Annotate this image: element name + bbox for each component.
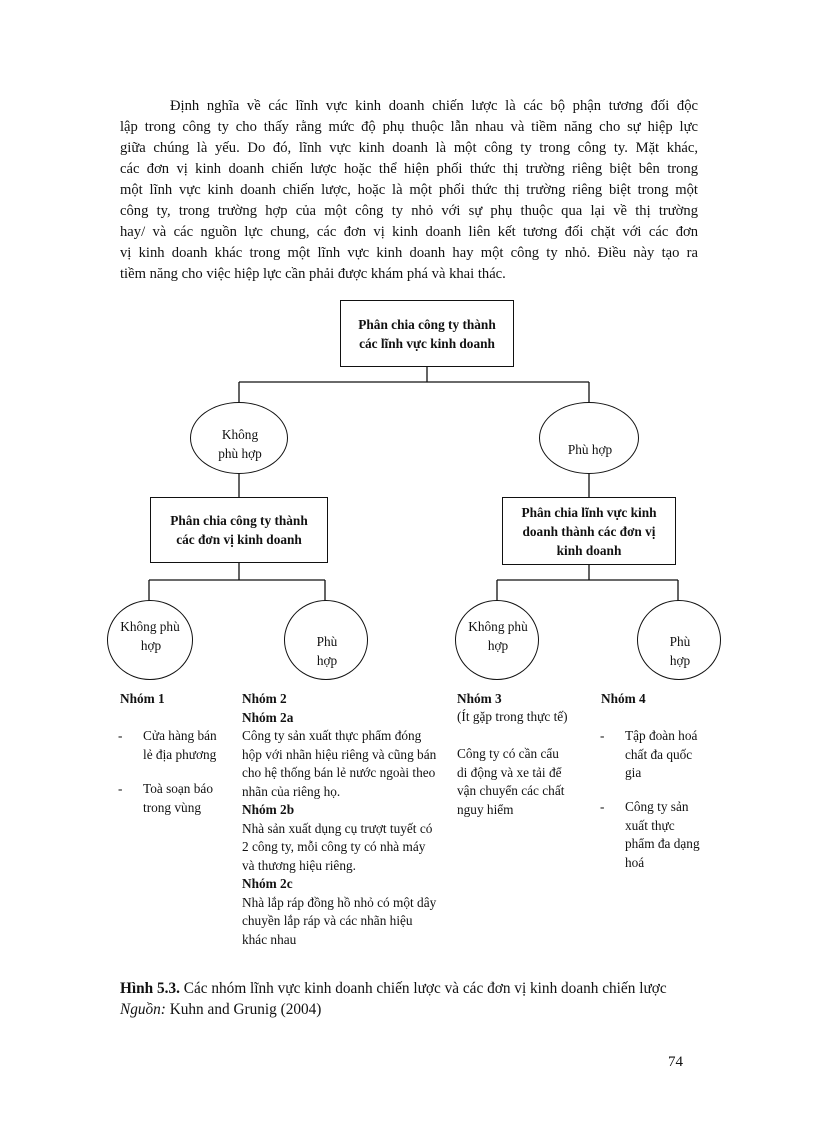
circle-label: Phù hợp [567,442,613,457]
item-line: hoá [625,854,645,870]
group-1-item: Toà soạn báo trong vùng [143,780,213,817]
group-2a-line: cho hệ thống bán lẻ nước ngoài theo [242,765,436,780]
circle-label: hợp [316,653,338,668]
circle-label: hợp [487,638,509,653]
left-circle: Không phù hợp [190,402,288,474]
leaf-circle-4: Phù hợp [637,600,721,680]
right-box-line: kinh doanh [556,542,622,558]
group-2c-line: chuyền lắp ráp và các nhãn hiệu [242,913,413,928]
circle-label: Phù [316,634,338,649]
item-line: Toà soạn báo [143,781,213,796]
circle-label: phù hợp [218,446,262,461]
leaf-circle-1: Không phù hợp [107,600,193,680]
item-line: Tập đoàn hoá [625,728,698,743]
group-2b-line: 2 công ty, mỗi công ty có nhà máy [242,839,426,854]
circle-label: hợp [669,653,691,668]
group-2a-line: Công ty sản xuất thực phẩm đóng [242,728,422,743]
caption-label: Hình 5.3. [120,980,180,997]
page-number: 74 [668,1054,683,1070]
item-line: Cửa hàng bán [143,728,217,743]
leaf-circle-2: Phù hợp [284,600,368,680]
group-2c-line: Nhà lắp ráp đồng hồ nhỏ có một dây [242,894,437,910]
paragraph-line: giữa chúng là yếu. Do đó, lĩnh vực kinh … [120,140,698,156]
group-2b-title: Nhóm 2b [242,802,295,817]
leaf-circle-3: Không phù hợp [455,600,539,680]
group-3-note: (Ít gặp trong thực tế) [457,709,568,724]
left-box-line: Phân chia công ty thành [170,513,308,528]
group-2c-title: Nhóm 2c [242,876,293,891]
paragraph-line: công ty, trong trường hợp của một công t… [120,203,698,219]
circle-label: Không [221,427,259,442]
root-box-line: Phân chia công ty thành [358,316,496,332]
item-line: lẻ địa phương [143,746,217,762]
list-dash: - [600,728,605,743]
circle-label: Phù [669,634,691,649]
caption-text: Các nhóm lĩnh vực kinh doanh chiến lược … [179,980,667,997]
group-2a-line: hộp với nhãn hiệu riêng và cũng bán [242,746,437,762]
item-line: di động và xe tải để [457,764,562,780]
paragraph-line: một lĩnh vực kinh doanh chiến lược, hoặc… [120,182,698,198]
source-label: Nguồn: [120,1001,166,1018]
item-line: Công ty sản [625,799,689,814]
group-2a-line: nhãn của riêng họ. [242,783,341,799]
list-dash: - [118,781,123,796]
item-line: trong vùng [143,799,201,815]
paragraph-line: các đơn vị kinh doanh chiến lược hoặc th… [120,161,698,177]
group-2b-line: và thương hiệu riêng. [242,857,356,873]
item-line: chất đa quốc [625,746,693,762]
item-line: vận chuyển các chất [457,783,565,798]
paragraph-line: vị kinh doanh khác trong một lĩnh vực ki… [120,245,698,261]
group-2b-line: Nhà sản xuất dụng cụ trượt tuyết có [242,820,433,836]
group-1-item: Cửa hàng bán lẻ địa phương [143,727,217,764]
source-text: Kuhn and Grunig (2004) [165,1001,322,1018]
paragraph-line: hay/ và các nguồn lực chung, các đơn vị … [120,224,698,240]
circle-label: Không phù [120,619,180,634]
right-box: Phân chia lĩnh vực kinh doanh thành các … [502,497,676,565]
group-4-item: Tập đoàn hoá chất đa quốc gia [625,727,697,783]
item-line: Công ty có cần cẩu [457,746,559,761]
circle-label: hợp [140,638,162,653]
list-dash: - [118,728,123,743]
item-line: nguy hiểm [457,801,514,817]
list-dash: - [600,799,605,814]
group-2-block: Nhóm 2 Nhóm 2a Công ty sản xuất thực phẩ… [242,690,436,949]
root-box-line: các lĩnh vực kinh doanh [359,335,495,351]
group-4-title: Nhóm 4 [601,691,646,706]
left-box: Phân chia công ty thành các đơn vị kinh … [150,497,328,563]
paragraph-line: Định nghĩa về các lĩnh vực kinh doanh ch… [170,98,698,114]
group-2c-line: khác nhau [242,931,297,947]
body-paragraph: Định nghĩa về các lĩnh vực kinh doanh ch… [120,96,698,285]
circle-label: Không phù [468,619,528,634]
figure-caption: Hình 5.3. Các nhóm lĩnh vực kinh doanh c… [120,978,667,1020]
group-3-text: Công ty có cần cẩu di động và xe tải để … [457,745,564,819]
group-4-item: Công ty sản xuất thực phẩm đa dạng hoá [625,798,700,872]
group-2-title: Nhóm 2 [242,691,287,706]
paragraph-line: tiềm năng cho việc hiệp lực cần phải đượ… [120,266,506,282]
item-line: xuất thực [625,817,675,833]
right-circle: Phù hợp [539,402,639,474]
left-box-line: các đơn vị kinh doanh [176,532,302,547]
group-2a-title: Nhóm 2a [242,709,294,725]
group-1-title: Nhóm 1 [120,691,165,706]
item-line: phẩm đa dạng [625,836,700,851]
group-3-title: Nhóm 3 [457,691,502,706]
root-box: Phân chia công ty thành các lĩnh vực kin… [340,300,514,367]
right-box-line: doanh thành các đơn vị [522,523,656,539]
right-box-line: Phân chia lĩnh vực kinh [521,504,657,520]
item-line: gia [625,765,642,780]
paragraph-line: lập trong công ty cho thấy rằng mức độ p… [120,119,698,135]
